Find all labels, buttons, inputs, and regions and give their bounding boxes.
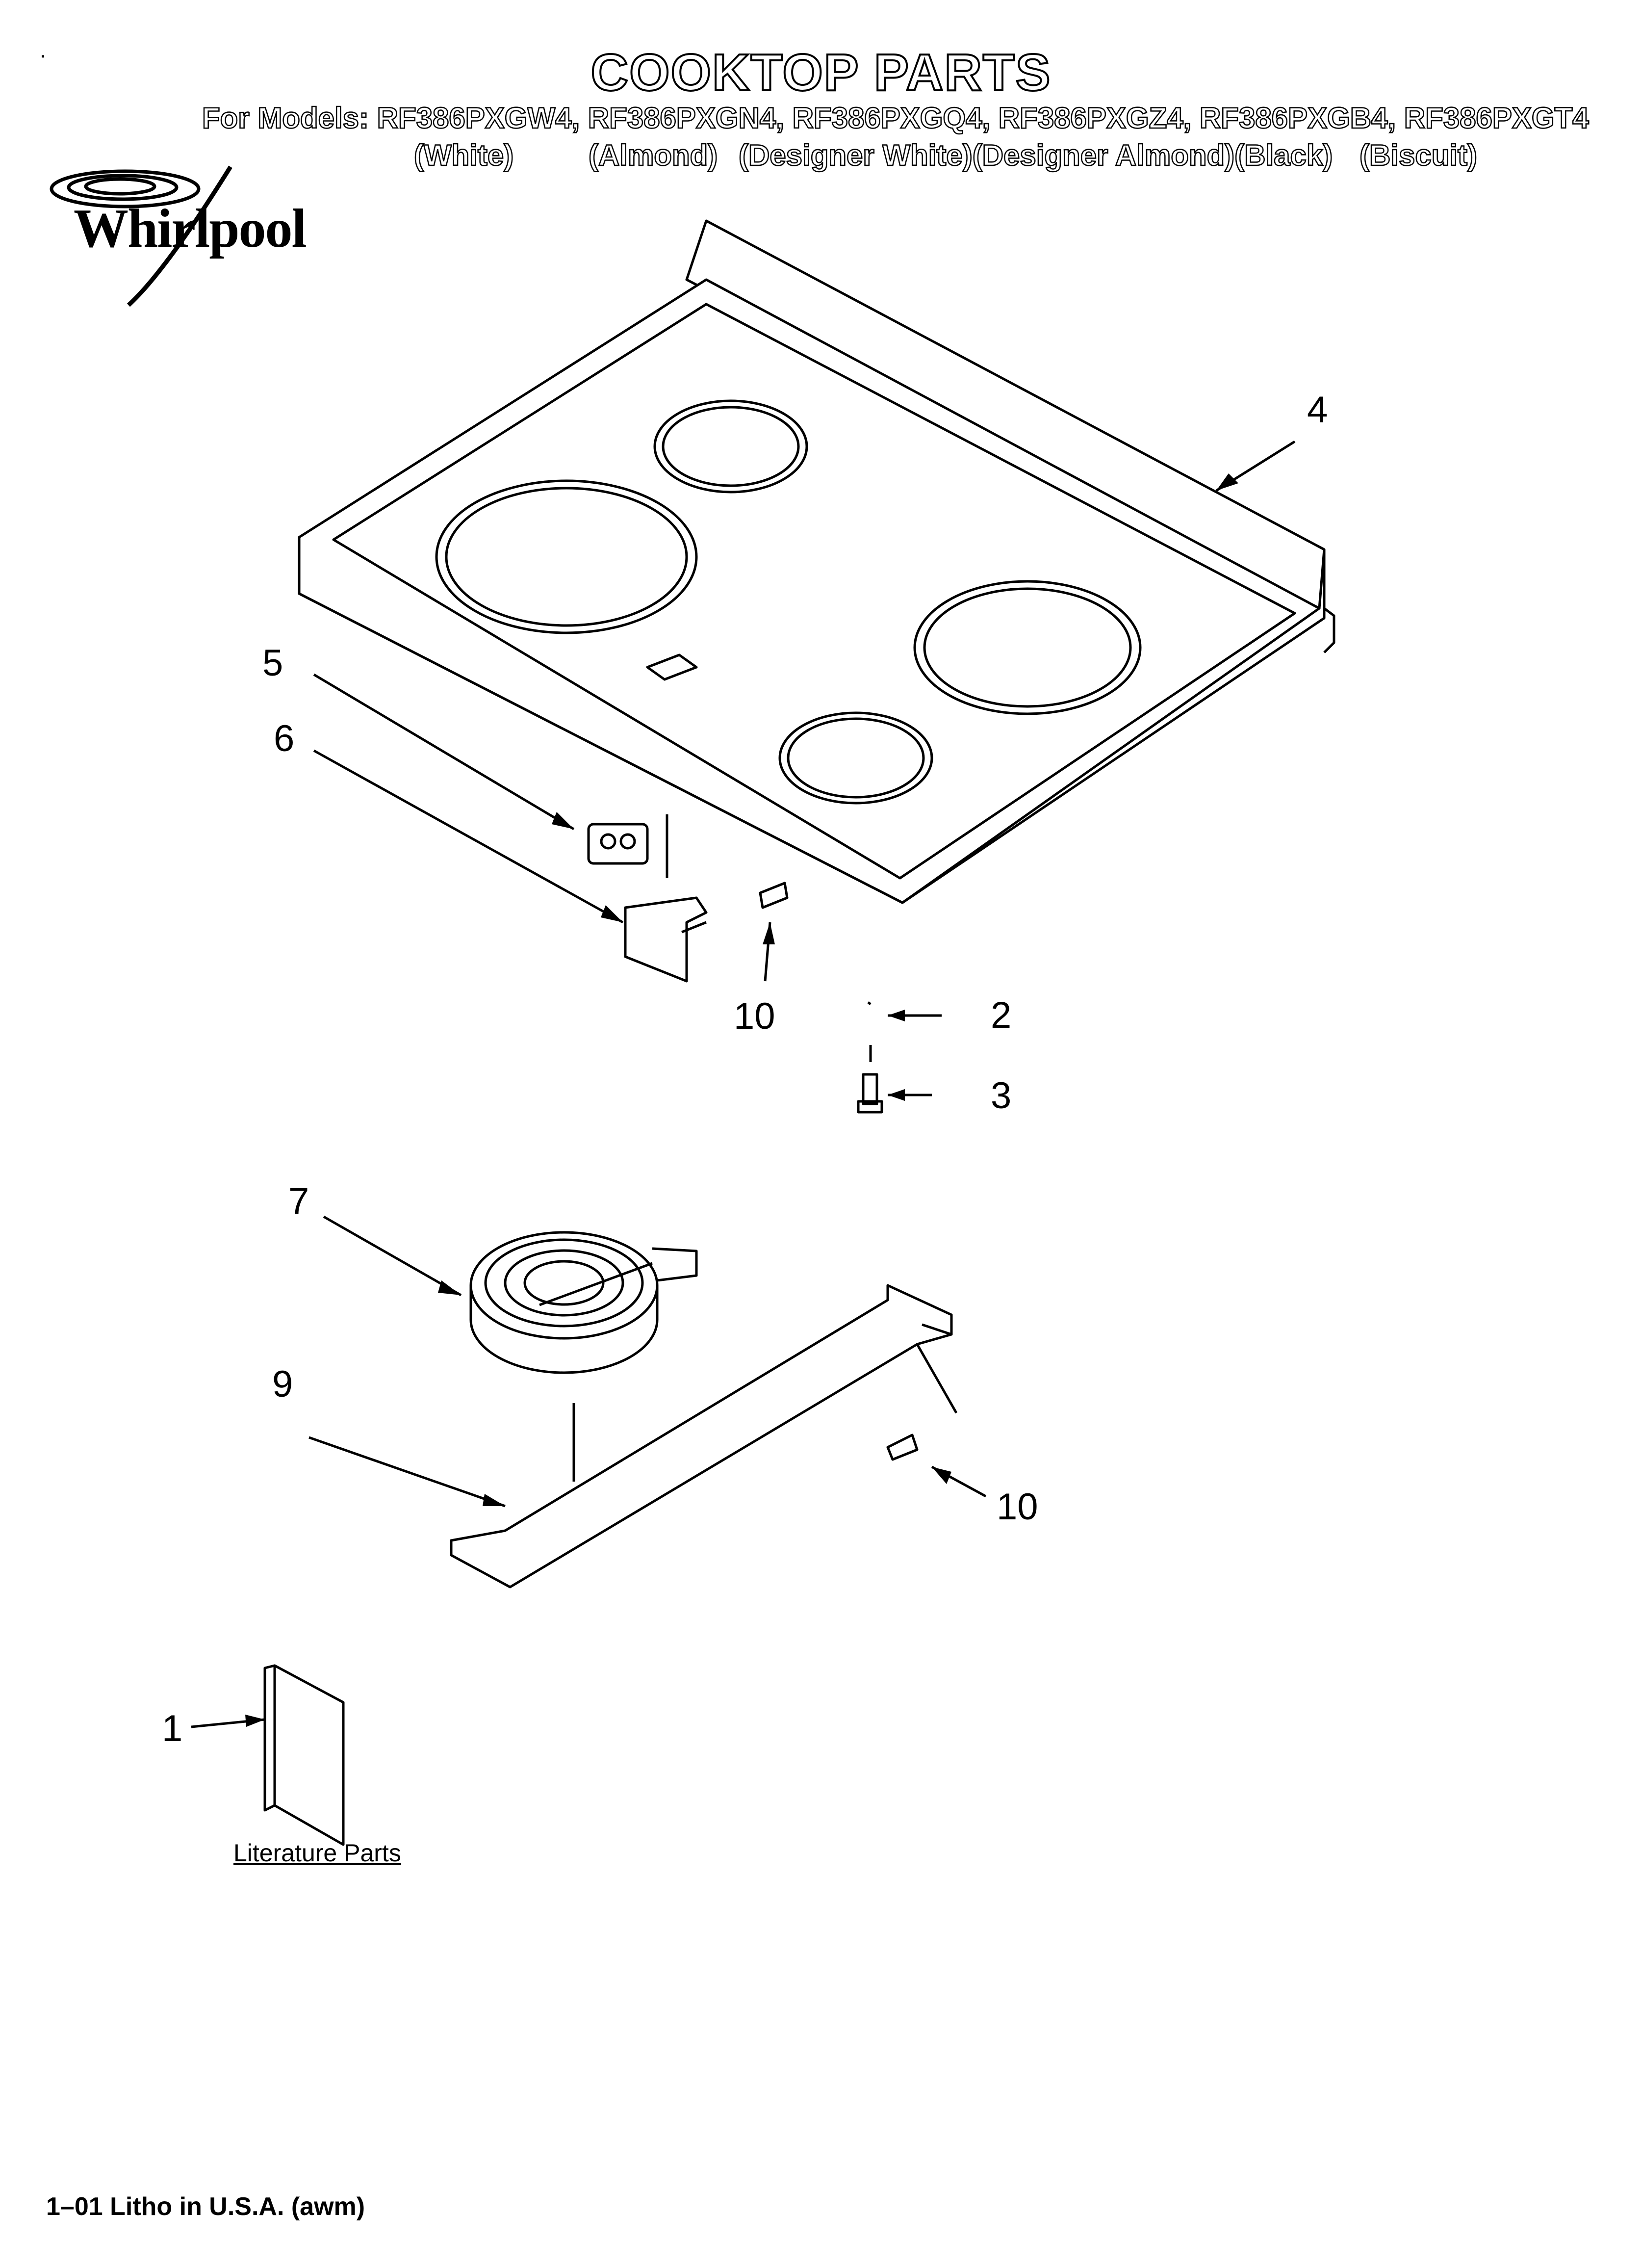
color-biscuit: (Biscuit) bbox=[1359, 138, 1478, 173]
callout-7: 7 bbox=[288, 1180, 309, 1222]
screw-lower bbox=[886, 1434, 919, 1461]
callout-5: 5 bbox=[262, 642, 283, 684]
color-white: (White) bbox=[413, 138, 514, 173]
cooktop-glass-top bbox=[298, 219, 1335, 904]
models-line: For Models: RF386PXGW4, RF386PXGN4, RF38… bbox=[202, 101, 1590, 135]
radiant-element bbox=[469, 1231, 698, 1482]
callout-4: 4 bbox=[1307, 389, 1328, 431]
callout-2: 2 bbox=[991, 994, 1012, 1036]
screw-upper bbox=[759, 882, 789, 909]
callout-6: 6 bbox=[274, 718, 295, 759]
corner-mark: ▪ bbox=[41, 51, 45, 62]
terminal-block bbox=[587, 814, 668, 878]
callout-9: 9 bbox=[272, 1363, 293, 1405]
brand-name: Whirlpool bbox=[74, 198, 307, 259]
literature-parts-label: Literature Parts bbox=[233, 1839, 401, 1867]
callout-10-lower: 10 bbox=[997, 1486, 1038, 1528]
literature-booklet bbox=[263, 1664, 345, 1846]
footer-litho: 1–01 Litho in U.S.A. (awm) bbox=[46, 2192, 365, 2221]
callout-1: 1 bbox=[162, 1708, 183, 1749]
page-title: COOKTOP PARTS bbox=[590, 43, 1052, 103]
bracket bbox=[624, 896, 708, 983]
callout-3: 3 bbox=[991, 1075, 1012, 1117]
support-bar bbox=[450, 1284, 958, 1589]
color-designer: (Designer White)(Designer Almond)(Black) bbox=[738, 138, 1334, 173]
callout-10-upper: 10 bbox=[734, 995, 775, 1037]
color-almond: (Almond) bbox=[588, 138, 718, 173]
clip-and-screw bbox=[857, 1001, 883, 1114]
colors-line: (White) (Almond) (Designer White)(Design… bbox=[413, 138, 1478, 308]
